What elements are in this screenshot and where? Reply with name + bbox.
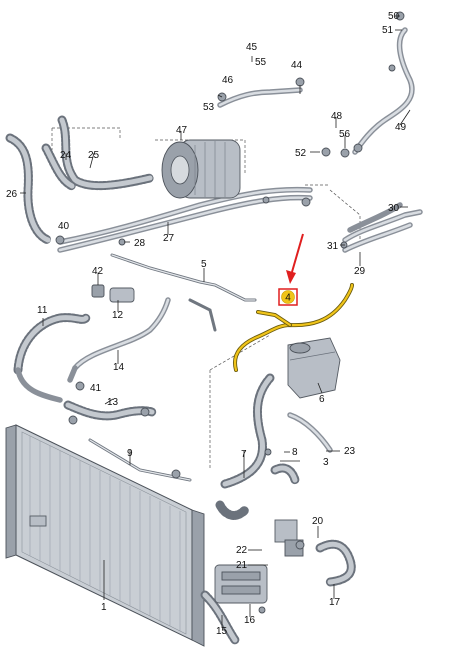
label-9: 9 [127, 448, 133, 459]
hose-23 [287, 412, 333, 453]
label-48: 48 [331, 111, 343, 122]
hose-29 [342, 202, 423, 253]
hose-24-25 [41, 115, 155, 191]
expansion-tank [287, 337, 341, 399]
label-5: 5 [201, 259, 207, 270]
label-1: 1 [101, 602, 107, 613]
label-22: 22 [236, 545, 248, 556]
label-41: 41 [90, 383, 102, 394]
label-50: 50 [388, 11, 400, 22]
label-15: 15 [216, 626, 228, 637]
label-11: 11 [37, 305, 48, 316]
pipe-4-highlighted [233, 283, 354, 372]
label-20: 20 [312, 516, 324, 527]
label-29: 29 [354, 266, 366, 277]
label-23: 23 [344, 446, 356, 457]
radiator [5, 424, 205, 647]
label-25: 25 [88, 150, 100, 161]
label-28: 28 [134, 238, 146, 249]
upper-radiator-hose [13, 313, 91, 403]
label-17: 17 [329, 597, 341, 608]
reference-outlines [51, 127, 361, 470]
label-4: 4 [285, 293, 291, 304]
label-55: 55 [255, 57, 267, 68]
label-12: 12 [112, 310, 124, 321]
label-56: 56 [339, 129, 351, 140]
hose-26 [5, 133, 53, 245]
part-labels: 1 3 5 6 7 8 9 11 12 13 14 15 16 17 20 21… [6, 11, 407, 637]
label-6: 6 [319, 394, 325, 405]
label-46: 46 [222, 75, 234, 86]
label-14: 14 [113, 362, 125, 373]
hose-45-46 [217, 87, 303, 108]
hose-3 [270, 463, 300, 485]
line-5 [110, 253, 257, 332]
label-31: 31 [327, 241, 339, 252]
refrigerant-line-27 [57, 186, 313, 253]
label-24: 24 [60, 150, 72, 161]
label-7: 7 [241, 449, 247, 460]
label-44: 44 [291, 60, 303, 71]
pump-16 [214, 564, 268, 604]
label-42: 42 [92, 266, 104, 277]
ac-compressor [161, 139, 241, 199]
label-40: 40 [58, 221, 70, 232]
label-26: 26 [6, 189, 18, 200]
label-47: 47 [176, 125, 188, 136]
hose-14 [67, 297, 171, 383]
label-13: 13 [107, 397, 119, 408]
clamps [55, 11, 405, 614]
valve-20 [274, 519, 304, 557]
fitting-12 [91, 284, 135, 303]
label-53: 53 [203, 102, 215, 113]
label-3: 3 [323, 457, 329, 468]
label-16: 16 [244, 615, 256, 626]
label-49: 49 [395, 122, 407, 133]
label-51: 51 [382, 25, 394, 36]
hose-17 [315, 539, 356, 587]
highlight-arrow [286, 233, 304, 284]
label-8: 8 [292, 447, 298, 458]
label-30: 30 [388, 203, 400, 214]
hose-7 [220, 373, 275, 489]
label-27: 27 [163, 233, 175, 244]
pipe-49 [352, 27, 415, 155]
label-45: 45 [246, 42, 258, 53]
label-52: 52 [295, 148, 307, 159]
part-4-callout: 4 [278, 288, 298, 306]
leader-lines [20, 15, 411, 628]
label-21: 21 [236, 560, 248, 571]
